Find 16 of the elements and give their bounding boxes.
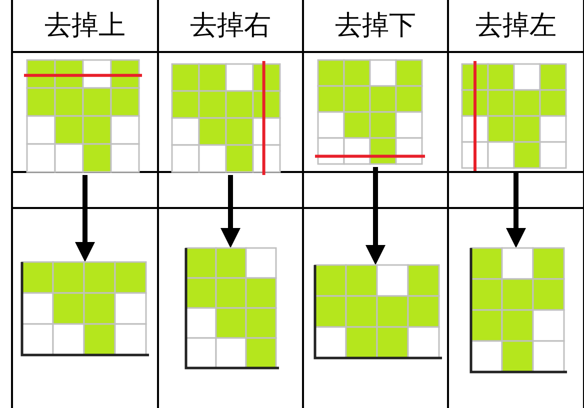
arrow xyxy=(75,175,95,262)
arrow xyxy=(506,171,526,248)
column-header: 去掉上 xyxy=(44,9,126,43)
grid-drawing xyxy=(183,245,279,371)
grid-drawing xyxy=(459,61,569,171)
grid-drawing xyxy=(19,259,149,358)
grid-drawing xyxy=(169,61,283,175)
column-header: 去掉左 xyxy=(474,9,558,43)
grid-drawing xyxy=(312,262,442,361)
arrow xyxy=(220,175,240,248)
arrow xyxy=(366,167,386,265)
column-header: 去掉右 xyxy=(189,9,272,43)
grid-drawing xyxy=(468,245,567,375)
column-header: 去掉下 xyxy=(334,9,417,43)
grid-drawing xyxy=(24,57,142,175)
grid-drawing xyxy=(315,57,425,167)
